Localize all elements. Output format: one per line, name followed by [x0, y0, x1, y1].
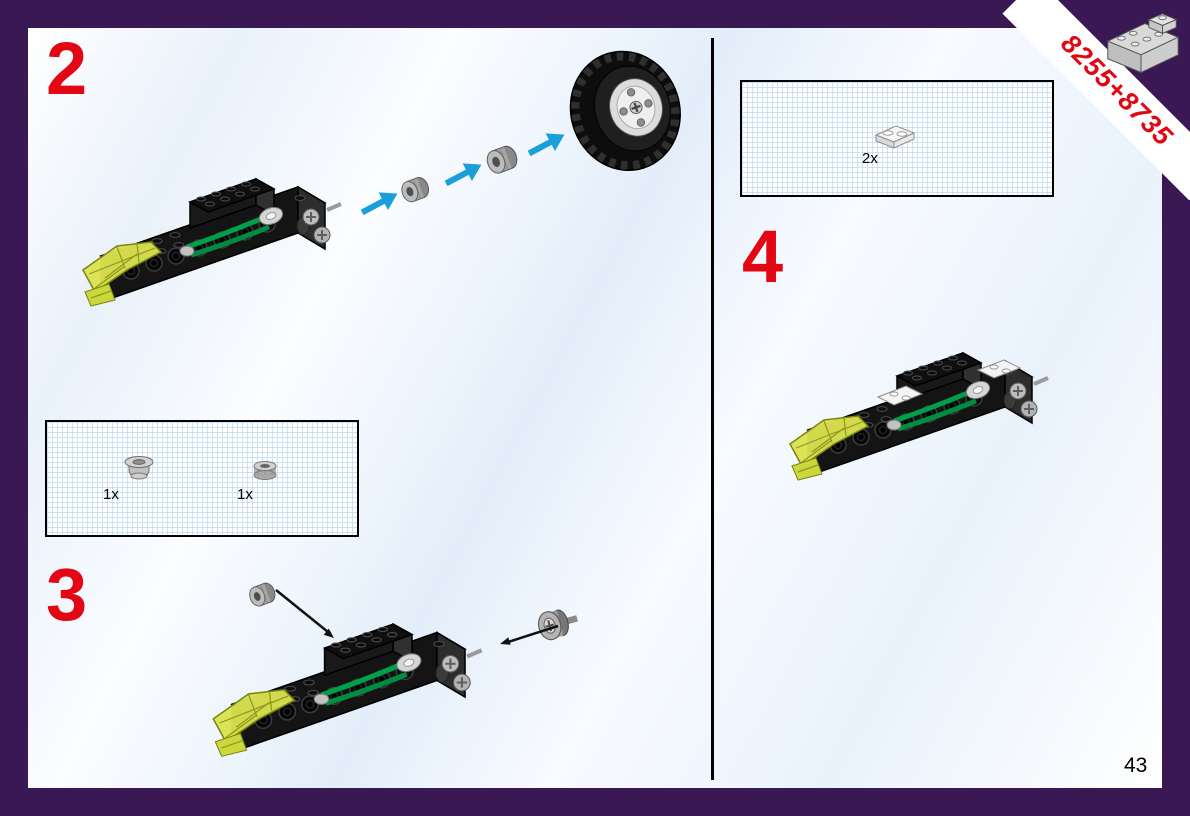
step-4-chassis-assembly — [782, 322, 1082, 522]
step-2-chassis-assembly — [75, 148, 375, 348]
black-arrow-1-icon — [275, 589, 334, 638]
white-plate-part — [875, 125, 915, 149]
step-3-number: 3 — [46, 553, 87, 636]
step-3-chassis-assembly — [205, 592, 517, 800]
page-number: 43 — [1124, 754, 1148, 777]
added-white-plates — [876, 359, 1022, 406]
part-count-label: 2x — [862, 150, 878, 167]
axle-bushing-2 — [483, 143, 521, 177]
step-4-number: 4 — [742, 215, 783, 298]
axle-bushing-1 — [398, 174, 432, 205]
black-arrow-2-icon — [500, 624, 559, 645]
part-count-label: 1x — [237, 486, 253, 503]
corner-banner: 8255+8735 — [990, 0, 1190, 200]
parts-box-step3: 1x 1x — [45, 420, 359, 537]
corner-brick-icon — [1107, 13, 1179, 73]
step-2-number: 2 — [46, 27, 87, 110]
tire-wheel — [558, 40, 698, 180]
parts-box-step4: 2x — [740, 80, 1054, 197]
section-divider — [711, 38, 714, 780]
part-count-label: 1x — [103, 486, 119, 503]
bushing-part — [253, 461, 277, 480]
half-pulley-part — [124, 456, 154, 480]
